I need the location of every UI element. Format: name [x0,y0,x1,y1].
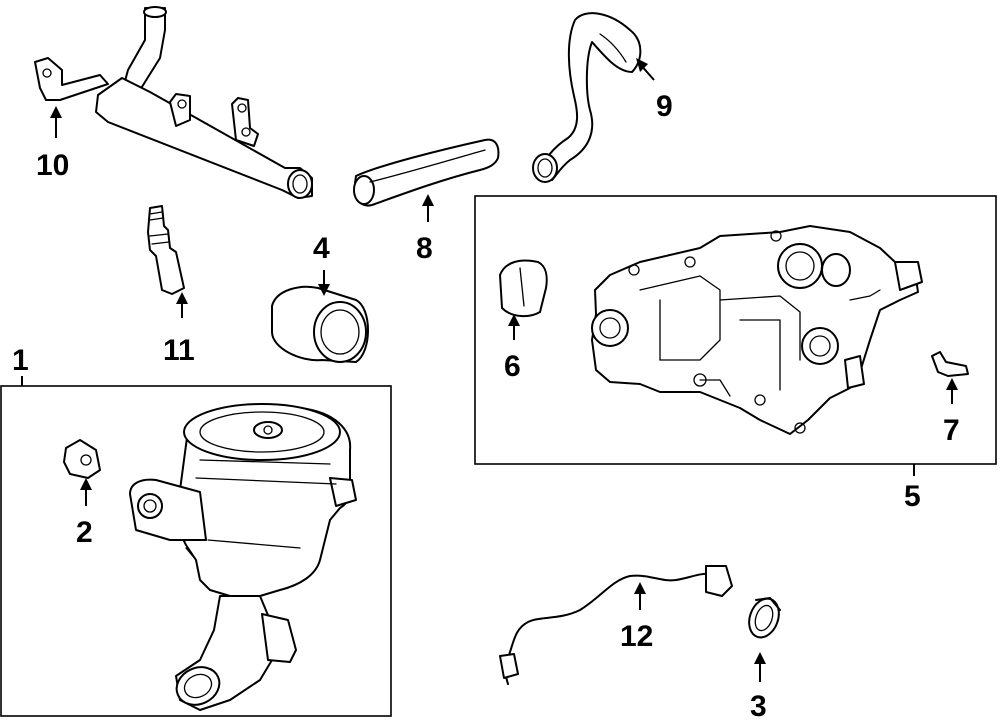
callout-2: 2 [76,516,93,549]
callout-11: 11 [163,334,195,367]
leaders [21,58,958,682]
part-2-clip [63,439,101,479]
callout-3: 3 [750,690,767,723]
group-box-5 [474,195,997,465]
part-8-lower-hose [353,138,500,207]
part-4-coupling [271,285,369,363]
part-12-wire-harness [499,565,733,685]
part-11-sensor [147,205,185,295]
callout-4: 4 [313,232,330,265]
callout-5: 5 [904,480,921,513]
callout-7: 7 [943,414,960,447]
part-1-air-pump [129,403,357,711]
callout-1: 1 [12,344,29,377]
part-7-bolt [931,351,969,377]
callout-6: 6 [504,350,521,383]
callout-9: 9 [656,90,673,123]
part-6-cover [499,259,548,318]
callout-12: 12 [620,620,653,653]
part-5-valve-assembly [591,225,923,435]
part-10-coolant-tube [34,6,313,199]
group-box-1 [0,385,392,717]
callout-8: 8 [416,232,433,265]
part-9-upper-hose [532,12,642,183]
callout-10: 10 [36,149,69,182]
part-3-hose-clamp [748,597,781,639]
